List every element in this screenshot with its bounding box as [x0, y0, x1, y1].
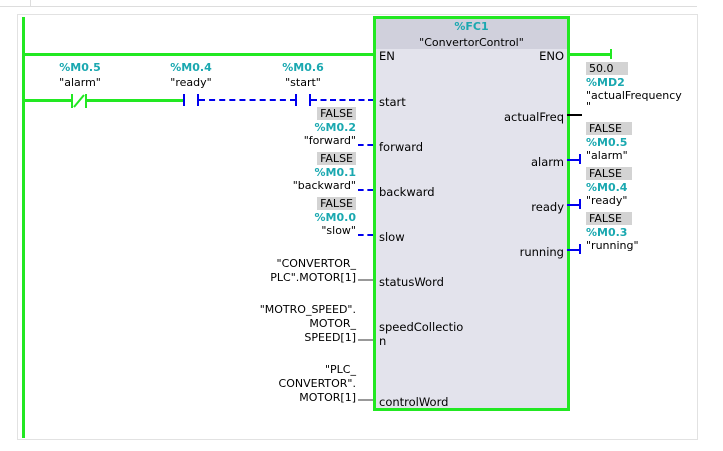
- coil-terminal: [579, 199, 581, 209]
- editor-divider: [30, 0, 31, 6]
- block-address: %FC1: [454, 20, 489, 33]
- operand-address: %M0.5: [586, 136, 628, 149]
- operand-address: %M0.1: [314, 166, 356, 179]
- operand-address: %MD2: [586, 76, 625, 89]
- contact-tag: "ready": [170, 76, 212, 89]
- pin-backward: backward: [379, 185, 435, 199]
- wire: [358, 144, 373, 146]
- contact-ready-right[interactable]: [197, 94, 199, 106]
- monitor-value: FALSE: [586, 212, 632, 225]
- operand-tag[interactable]: "backward": [292, 179, 356, 192]
- pin-actualfreq: actualFreq: [503, 110, 564, 124]
- operand-tag: CONVERTOR".: [278, 377, 356, 390]
- pin-en: EN: [379, 49, 395, 63]
- operand-address: %M0.0: [314, 211, 356, 224]
- contact-tag: "alarm": [59, 76, 101, 89]
- operand-tag[interactable]: "slow": [321, 224, 356, 237]
- wire: [358, 339, 373, 341]
- operand-address: %M0.2: [314, 121, 356, 134]
- contact-address: %M0.6: [282, 61, 324, 74]
- pin-statusword: statusWord: [379, 275, 444, 289]
- monitor-value: FALSE: [317, 107, 356, 120]
- operand-tag[interactable]: "ready": [586, 194, 628, 207]
- contact-tag: "start": [285, 76, 321, 89]
- pin-forward: forward: [379, 140, 424, 154]
- contact-ready-left[interactable]: [183, 94, 185, 106]
- pin-running: running: [519, 245, 564, 259]
- nc-contact-alarm[interactable]: [71, 94, 87, 108]
- contact-start-left[interactable]: [295, 94, 297, 106]
- wire: [567, 204, 579, 206]
- pin-controlword: controlWord: [379, 395, 449, 409]
- eno-terminal: [610, 49, 612, 59]
- operand-speed[interactable]: "MOTRO_SPEED". MOTOR_ SPEED[1]: [216, 303, 356, 345]
- block-name: "ConvertorControl": [419, 36, 524, 49]
- contact-start-right[interactable]: [309, 94, 311, 106]
- wire: [567, 114, 582, 116]
- coil-terminal: [579, 244, 581, 254]
- contact-address: %M0.4: [170, 61, 212, 74]
- pin-start: start: [379, 95, 406, 109]
- wire: [86, 99, 184, 102]
- wire: [311, 99, 374, 101]
- wire: [358, 189, 373, 191]
- monitor-value: FALSE: [586, 122, 632, 135]
- pin-speedcollection-cont: n: [379, 334, 387, 348]
- operand-tag[interactable]: "actualFrequency: [586, 89, 682, 102]
- contact-address: %M0.5: [59, 61, 101, 74]
- block-header: [376, 19, 567, 49]
- eno-wire: [567, 53, 611, 56]
- pin-ready: ready: [531, 200, 564, 214]
- operand-address: %M0.4: [586, 181, 628, 194]
- monitor-value: FALSE: [317, 197, 356, 210]
- monitor-value: FALSE: [586, 167, 632, 180]
- operand-tag-cont: ": [586, 100, 592, 113]
- operand-tag: "CONVERTOR_: [276, 257, 356, 270]
- operand-controlword[interactable]: "PLC_ CONVERTOR". MOTOR[1]: [216, 363, 356, 405]
- wire: [358, 279, 373, 281]
- pin-eno: ENO: [539, 49, 564, 63]
- monitor-value: FALSE: [317, 152, 356, 165]
- pin-alarm: alarm: [530, 155, 564, 169]
- wire: [199, 99, 296, 101]
- coil-terminal: [579, 154, 581, 164]
- monitor-value: 50.0: [586, 62, 628, 75]
- operand-address: %M0.3: [586, 226, 628, 239]
- wire: [567, 249, 579, 251]
- operand-tag: MOTOR[1]: [299, 391, 356, 404]
- wire: [358, 234, 373, 236]
- wire: [358, 399, 373, 401]
- pin-speedcollection: speedCollectio: [379, 320, 464, 334]
- power-rail: [22, 17, 25, 438]
- operand-tag: SPEED[1]: [304, 331, 356, 344]
- editor-top-divider: [0, 6, 697, 7]
- operand-tag: PLC".MOTOR[1]: [270, 271, 356, 284]
- operand-tag[interactable]: "running": [586, 239, 639, 252]
- operand-tag[interactable]: "forward": [303, 134, 356, 147]
- operand-tag: MOTOR_: [309, 317, 356, 330]
- operand-tag: "MOTRO_SPEED".: [259, 303, 356, 316]
- wire: [567, 159, 579, 161]
- wire: [24, 99, 72, 102]
- operand-tag[interactable]: "alarm": [586, 149, 628, 162]
- pin-slow: slow: [379, 230, 405, 244]
- en-wire: [24, 53, 374, 56]
- network-frame: [17, 14, 698, 440]
- operand-statusword[interactable]: "CONVERTOR_ PLC".MOTOR[1]: [216, 257, 356, 285]
- function-block[interactable]: %FC1 "ConvertorControl" EN ENO start for…: [373, 16, 570, 411]
- operand-tag: "PLC_: [324, 363, 356, 376]
